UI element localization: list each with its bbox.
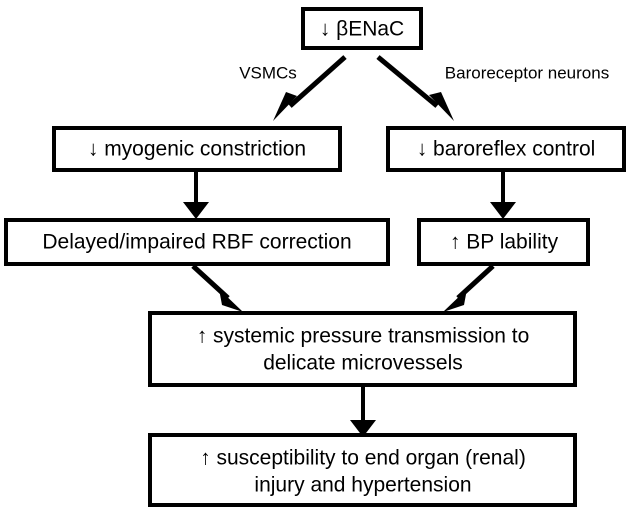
node-box [52, 126, 342, 172]
edge-benac-to-baroreflex [376, 55, 454, 121]
node-box [386, 126, 626, 172]
arrow-head-icon [350, 420, 376, 437]
node-baroreflex-control[interactable]: ↓ baroreflex control [386, 126, 626, 172]
edge-rbf-to-pressure [191, 264, 243, 312]
node-label-line-1: Delayed/impaired RBF correction [42, 231, 351, 254]
edge-benac-to-myogenic [273, 55, 347, 121]
node-benac[interactable]: ↓ βENaC [301, 7, 423, 50]
node-label-line-1: ↑ susceptibility to end organ (renal) [200, 447, 526, 470]
arrow-head-icon [219, 289, 243, 312]
node-label-line-2: delicate microvessels [263, 352, 463, 375]
node-label-line-1: ↓ βENaC [320, 18, 404, 41]
node-box [301, 7, 423, 50]
edge-line [288, 55, 347, 108]
arrow-head-icon [183, 202, 209, 219]
node-rbf-correction[interactable]: Delayed/impaired RBF correction [4, 218, 390, 266]
edge-bp-to-pressure [443, 264, 495, 312]
node-box [148, 311, 577, 387]
edge-label-baroreceptor-neurons: Baroreceptor neurons [445, 63, 609, 82]
arrow-head-icon [273, 92, 297, 121]
node-label-line-1: ↓ baroreflex control [417, 138, 596, 161]
edge-myogenic-to-rbf [183, 172, 209, 219]
node-box [417, 218, 590, 266]
node-bp-lability[interactable]: ↑ BP lability [417, 218, 590, 266]
node-label-line-2: injury and hypertension [254, 474, 471, 497]
node-label-line-1: ↑ systemic pressure transmission to [197, 325, 530, 348]
edge-line [376, 55, 439, 108]
node-systemic-pressure-transmission[interactable]: ↑ systemic pressure transmission to deli… [148, 311, 577, 387]
node-box [148, 433, 577, 507]
node-end-organ-susceptibility[interactable]: ↑ susceptibility to end organ (renal) in… [148, 433, 577, 507]
arrow-head-icon [490, 202, 516, 219]
node-box [4, 218, 390, 266]
arrow-head-icon [443, 289, 467, 312]
node-label-line-1: ↑ BP lability [450, 231, 559, 254]
edge-baroreflex-to-bp [490, 172, 516, 219]
node-label-line-1: ↓ myogenic constriction [88, 138, 306, 161]
arrow-head-icon [429, 92, 454, 121]
node-myogenic-constriction[interactable]: ↓ myogenic constriction [52, 126, 342, 172]
edge-label-vsmcs: VSMCs [239, 63, 297, 82]
edge-pressure-to-susceptibility [350, 387, 376, 437]
